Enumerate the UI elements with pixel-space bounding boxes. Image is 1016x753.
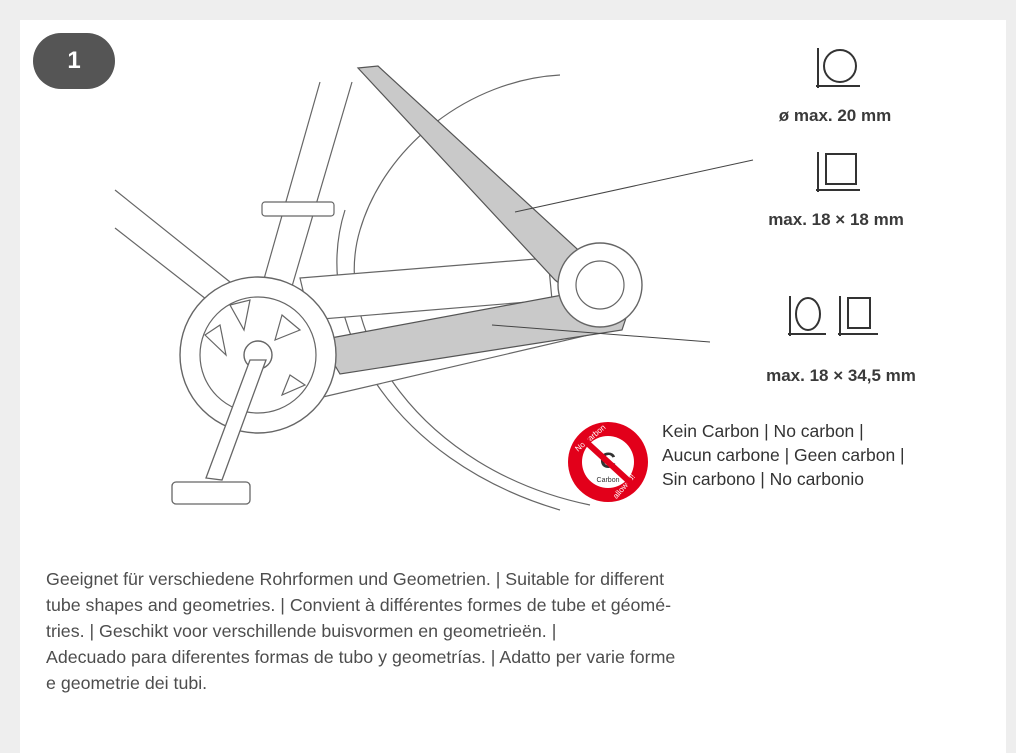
no-carbon-badge: C Carbon No carbon allowed! xyxy=(568,422,648,502)
down-tube-line-bottom xyxy=(114,227,221,311)
step-number-badge: 1 xyxy=(33,33,115,89)
description-line: e geometrie dei tubi. xyxy=(46,673,208,693)
description: Geeignet für verschiedene Rohrformen und… xyxy=(46,566,986,696)
spec-label-combined: max. 18 × 34,5 mm xyxy=(766,366,916,385)
round-tube-icon xyxy=(816,48,860,88)
seat-tube-line-left xyxy=(257,81,321,301)
step-number: 1 xyxy=(67,47,81,74)
seat-tube-line-right xyxy=(287,81,353,301)
round-and-square-tube-icon xyxy=(788,296,878,336)
bottle-mount xyxy=(261,201,335,217)
rear-wheel-arc xyxy=(353,74,591,506)
leader-line-seat-stay xyxy=(514,159,754,213)
description-line: Adecuado para diferentes formas de tubo … xyxy=(46,647,676,667)
square-tube-icon xyxy=(816,152,860,192)
chainring-cutout-4 xyxy=(280,374,307,397)
rear-hub xyxy=(575,260,625,310)
description-line: tube shapes and geometries. | Convient à… xyxy=(46,595,672,615)
description-line: tries. | Geschikt voor verschillende bui… xyxy=(46,621,557,641)
no-carbon-line: Kein Carbon | No carbon | xyxy=(662,421,864,441)
spec-label-square: max. 18 × 18 mm xyxy=(768,210,904,229)
chainring-cutout-3 xyxy=(204,324,227,357)
chainring-inner xyxy=(199,296,317,414)
spec-label-round: ø max. 20 mm xyxy=(778,106,892,125)
no-carbon-text: Kein Carbon | No carbon | Aucun carbone … xyxy=(662,419,905,491)
no-carbon-badge-center: Carbon xyxy=(597,477,620,484)
no-carbon-line: Sin carbono | No carbonio xyxy=(662,469,865,489)
down-tube-line-top xyxy=(114,189,241,291)
leader-line-chain-stay xyxy=(491,324,711,343)
crank-arm xyxy=(205,359,267,481)
chainring-cutout-1 xyxy=(229,299,251,332)
pedal xyxy=(171,481,251,505)
chainring-cutout-2 xyxy=(274,313,302,342)
instruction-card xyxy=(20,20,1006,753)
description-line: Geeignet für verschiedene Rohrformen und… xyxy=(46,569,665,589)
no-carbon-line: Aucun carbone | Geen carbon | xyxy=(662,445,905,465)
